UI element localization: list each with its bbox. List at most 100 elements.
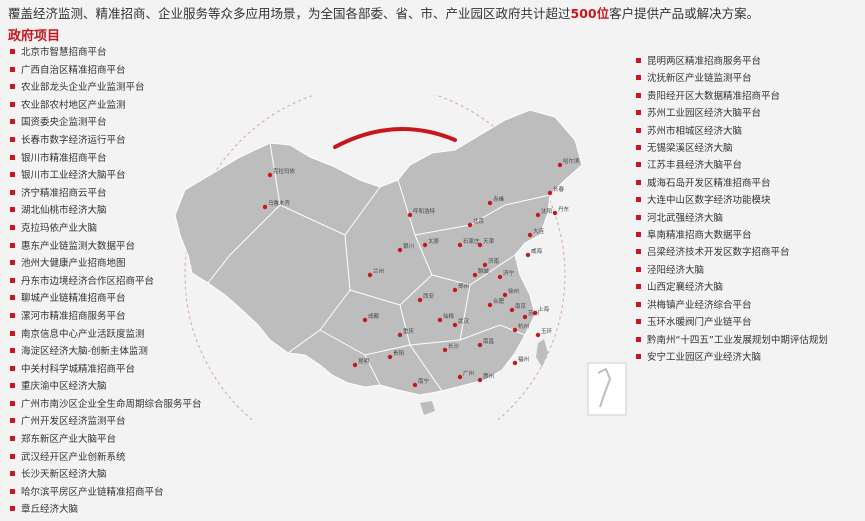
city-dot bbox=[267, 172, 273, 178]
project-item: 北京市智慧招商平台 bbox=[10, 44, 202, 62]
city-label: 玉环 bbox=[541, 328, 553, 335]
city-label: 南宁 bbox=[418, 377, 430, 385]
intro-text: 覆盖经济监测、精准招商、企业服务等众多应用场景，为全国各部委、省、市、产业园区政… bbox=[8, 3, 759, 22]
dashed-orbit-circle bbox=[184, 95, 566, 420]
city-label: 克拉玛依 bbox=[273, 167, 296, 175]
project-item: 安宁工业园区产业经济大脑 bbox=[636, 349, 828, 366]
city-label: 西安 bbox=[423, 292, 435, 300]
project-item: 章丘经济大脑 bbox=[10, 501, 202, 519]
city-label: 广州 bbox=[463, 369, 474, 377]
province-borders bbox=[207, 142, 551, 392]
city-dot bbox=[552, 210, 558, 216]
taiwan-shape bbox=[536, 339, 548, 367]
city-dot bbox=[417, 297, 423, 303]
city-dot bbox=[397, 247, 403, 253]
section-title: 政府项目 bbox=[8, 29, 61, 44]
city-markers: 克拉玛依乌鲁木齐哈尔滨长春沈阳大连丹东赤峰北京天津石家庄济南威海济宁聊城徐州南京… bbox=[262, 157, 580, 388]
left-project-list: 北京市智慧招商平台广西自治区精准招商平台农业部龙头企业产业监测平台农业部农村地区… bbox=[10, 44, 202, 519]
city-label: 银川 bbox=[403, 242, 414, 250]
orbit-arc bbox=[333, 127, 457, 149]
city-label: 武汉 bbox=[458, 317, 470, 325]
project-item: 大连中山区数字经济功能模块 bbox=[636, 192, 828, 209]
city-label: 天津 bbox=[483, 238, 495, 245]
city-dot bbox=[482, 262, 488, 268]
project-item: 南京信息中心产业活跃度监测 bbox=[10, 326, 202, 344]
project-item: 苏州市相城区经济大脑 bbox=[636, 123, 828, 140]
city-dot bbox=[367, 272, 373, 278]
city-label: 乌鲁木齐 bbox=[268, 199, 291, 207]
intro-text-before: 覆盖经济监测、精准招商、企业服务等众多应用场景，为全国各部委、省、市、产业园区政… bbox=[8, 6, 571, 21]
project-item: 惠东产业链监测大数据平台 bbox=[10, 238, 202, 256]
city-dot bbox=[262, 204, 268, 210]
city-label: 丹东 bbox=[558, 205, 570, 213]
city-label: 太原 bbox=[428, 237, 440, 245]
city-label: 徐州 bbox=[508, 287, 519, 295]
project-item: 广西自治区精准招商平台 bbox=[10, 62, 202, 80]
city-dot bbox=[509, 307, 515, 313]
city-label: 重庆 bbox=[403, 327, 415, 335]
project-item: 克拉玛依产业大脑 bbox=[10, 220, 202, 238]
project-item: 银川市工业经济大脑平台 bbox=[10, 167, 202, 185]
city-dot bbox=[547, 190, 553, 196]
project-item: 吕梁经济技术开发区数字招商平台 bbox=[636, 244, 828, 261]
china-map: 克拉玛依乌鲁木齐哈尔滨长春沈阳大连丹东赤峰北京天津石家庄济南威海济宁聊城徐州南京… bbox=[174, 95, 627, 420]
project-item: 广州开发区经济监测平台 bbox=[10, 413, 202, 431]
project-item: 聊城产业链精准招商平台 bbox=[10, 290, 202, 308]
city-label: 呼和浩特 bbox=[413, 207, 436, 215]
city-dot bbox=[532, 310, 538, 316]
city-label: 济南 bbox=[488, 257, 500, 265]
city-dot bbox=[535, 212, 541, 218]
city-label: 贵阳 bbox=[393, 349, 404, 357]
city-dot bbox=[407, 212, 413, 218]
city-label: 郑州 bbox=[458, 282, 469, 290]
city-dot bbox=[512, 327, 518, 333]
city-dot bbox=[557, 162, 563, 168]
project-item: 阜南精准招商大数据平台 bbox=[636, 227, 828, 244]
project-item: 沈抚新区产业链监测平台 bbox=[636, 70, 828, 87]
city-dot bbox=[487, 302, 493, 308]
city-label: 南昌 bbox=[483, 337, 494, 345]
city-dot bbox=[525, 252, 531, 258]
city-label: 上海 bbox=[538, 305, 550, 313]
project-item: 池州大健康产业招商地图 bbox=[10, 255, 202, 273]
project-item: 重庆渝中区经济大脑 bbox=[10, 378, 202, 396]
city-dot bbox=[512, 360, 518, 366]
project-item: 湖北仙桃市经济大脑 bbox=[10, 202, 202, 220]
project-item: 农业部农村地区产业监测 bbox=[10, 97, 202, 115]
city-dot bbox=[497, 274, 503, 280]
city-dot bbox=[437, 317, 443, 323]
city-dot bbox=[397, 332, 403, 338]
city-dot bbox=[477, 342, 483, 348]
city-dot bbox=[472, 272, 478, 278]
city-dot bbox=[502, 292, 508, 298]
city-label: 济宁 bbox=[503, 269, 515, 277]
china-mainland-shape bbox=[174, 109, 583, 396]
project-item: 昆明两区精准招商服务平台 bbox=[636, 53, 828, 70]
city-label: 仙桃 bbox=[443, 312, 455, 320]
city-dot bbox=[362, 317, 368, 323]
project-item: 哈尔滨平房区产业链精准招商平台 bbox=[10, 484, 202, 502]
city-label: 成都 bbox=[368, 312, 380, 320]
project-item: 苏州工业园区经济大脑平台 bbox=[636, 105, 828, 122]
city-label: 南京 bbox=[515, 302, 527, 310]
project-item: 长春市数字经济运行平台 bbox=[10, 132, 202, 150]
city-label: 昆明 bbox=[358, 358, 370, 365]
city-label: 长春 bbox=[553, 185, 565, 193]
city-label: 兰州 bbox=[373, 267, 384, 275]
project-item: 丹东市边境经济合作区招商平台 bbox=[10, 273, 202, 291]
intro-highlight: 500位 bbox=[570, 6, 610, 21]
city-dot bbox=[535, 332, 541, 338]
city-label: 合肥 bbox=[493, 297, 505, 305]
city-label: 聊城 bbox=[478, 267, 490, 275]
inset-coastline bbox=[597, 367, 612, 408]
city-dot bbox=[457, 242, 463, 248]
project-item: 威海石岛开发区精准招商平台 bbox=[636, 175, 828, 192]
project-item: 贵阳经开区大数据精准招商平台 bbox=[636, 88, 828, 105]
city-label: 沈阳 bbox=[541, 207, 552, 215]
city-dot bbox=[422, 242, 428, 248]
city-dot bbox=[487, 200, 493, 206]
project-item: 银川市精准招商平台 bbox=[10, 150, 202, 168]
city-label: 惠州 bbox=[483, 372, 494, 380]
project-item: 济宁精准招商云平台 bbox=[10, 185, 202, 203]
city-dot bbox=[467, 222, 473, 228]
